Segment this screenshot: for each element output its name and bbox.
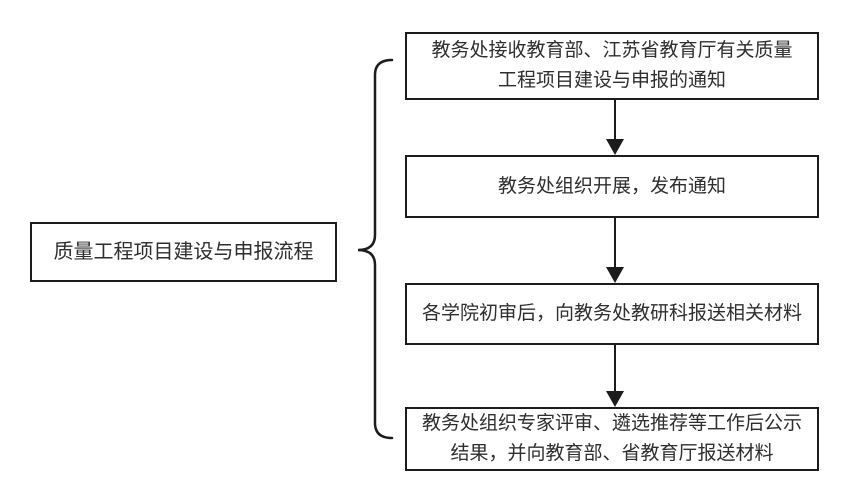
flow-step-expert-review-publicize: 教务处组织专家评审、遴选推荐等工作后公示 结果，并向教育部、省教育厅报送材料 <box>405 407 819 471</box>
flow-step-text-line: 教务处组织专家评审、遴选推荐等工作后公示 <box>421 413 802 434</box>
curly-brace-icon <box>357 58 394 440</box>
flow-step-receive-notice: 教务处接收教育部、江苏省教育厅有关质量 工程项目建设与申报的通知 <box>405 32 819 100</box>
flow-arrow-down-icon <box>606 218 624 283</box>
flow-step-text-line: 各学院初审后，向教务处教研科报送相关材料 <box>421 303 802 324</box>
flow-arrow-down-icon <box>606 100 624 155</box>
flow-step-text-line: 结果，并向教育部、省教育厅报送材料 <box>450 443 774 464</box>
flow-step-text-line: 教务处接收教育部、江苏省教育厅有关质量 <box>431 40 793 61</box>
flow-step-organize-publish: 教务处组织开展，发布通知 <box>405 155 819 218</box>
flow-step-text-line: 工程项目建设与申报的通知 <box>497 70 726 91</box>
flowchart-title: 质量工程项目建设与申报流程 <box>53 241 314 263</box>
flow-arrow-down-icon <box>606 345 624 407</box>
flow-step-college-review: 各学院初审后，向教务处教研科报送相关材料 <box>405 283 819 345</box>
flow-step-text-line: 教务处组织开展，发布通知 <box>497 175 726 197</box>
flowchart-title-box: 质量工程项目建设与申报流程 <box>30 222 337 282</box>
